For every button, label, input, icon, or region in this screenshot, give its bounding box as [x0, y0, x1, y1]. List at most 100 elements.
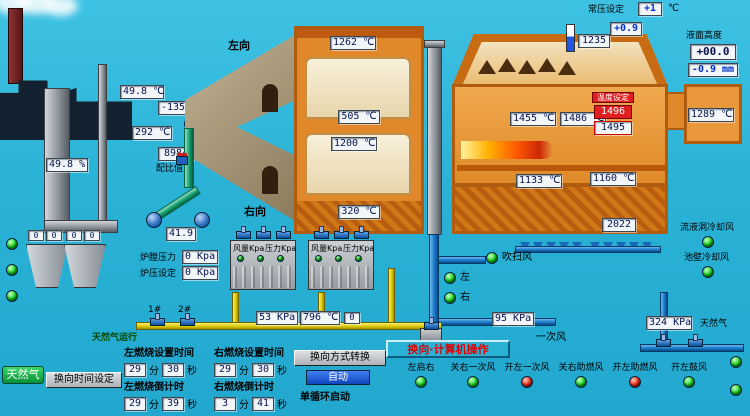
right-countdown-sec-box: 41 [252, 396, 274, 411]
throat-cooling-label: 流液洞冷却风 [680, 223, 735, 233]
motor-icon [176, 156, 188, 165]
chimney [8, 8, 23, 84]
cabinet2-valve-icon[interactable] [334, 226, 349, 239]
gas-running-label: 天然气运行 [92, 333, 138, 343]
wall-cooling-label: 池壁冷却风 [684, 253, 730, 263]
flue-temp-mid-box: 292 ℃ [132, 126, 172, 140]
cabinet2-valve-icon[interactable] [314, 226, 329, 239]
pressure-set-unit: ℃ [668, 3, 680, 14]
fan-status-4: 关右助燃风 [556, 360, 606, 388]
cabinet1-ribs [233, 266, 293, 288]
left-port-indicator [444, 272, 456, 284]
fan-status-1: 左启右 [396, 360, 446, 388]
supply-label: 天然气 [700, 319, 728, 329]
pressure-set-station-box[interactable]: 0 Kpa [182, 266, 218, 280]
burner-cabinet-2: 风量Kpa 压力Kpa [308, 240, 374, 290]
flue-pipe-thin [98, 64, 107, 226]
primary-air-label: 一次风 [536, 332, 566, 343]
flue-temp-after-box: 49.8 ℃ [120, 85, 164, 99]
fan-status-5: 开左助燃风 [610, 360, 660, 388]
port-temp-box: 1289 ℃ [688, 108, 734, 122]
cabinet1-valve-icon[interactable] [236, 226, 251, 239]
melter-pressure-box: 2022 [602, 218, 636, 232]
level-label: 液面高度 [686, 31, 723, 41]
right-direction-label: 右向 [244, 205, 266, 218]
right-set-min-box[interactable]: 29 [214, 362, 236, 377]
cabinet1-dot [257, 255, 264, 262]
pressure-set-box[interactable]: +1 [638, 2, 662, 16]
second-unit: 秒 [187, 366, 197, 377]
right-set-sec-box[interactable]: 30 [252, 362, 274, 377]
reversal-valve-icon[interactable] [424, 317, 439, 330]
left-indicator-1 [6, 238, 18, 250]
left-indicator-3 [6, 290, 18, 302]
cabinet2-dot [315, 255, 322, 262]
right-set-time-label: 右燃烧设置时间 [214, 348, 284, 359]
reversal-time-button[interactable]: 换向时间设定 [46, 372, 122, 388]
cabinet1-valve-icon[interactable] [256, 226, 271, 239]
temp-set-label-box: 温度设定 [592, 92, 634, 103]
burner-fan-1-icon [146, 212, 162, 228]
fan-indicator [629, 376, 641, 388]
regen-temp-bottom-box: 320 ℃ [338, 205, 380, 219]
crown-pressure-box: +0.9 [610, 22, 642, 36]
cabinet2-valve-icon[interactable] [354, 226, 369, 239]
fan-indicator [467, 376, 479, 388]
fan-label: 开左鼓风 [670, 363, 707, 373]
fan-status-2: 关右一次风 [448, 360, 498, 388]
melter-temp-bottom2-box: 1160 ℃ [590, 172, 636, 186]
burner1-label: 1# [148, 305, 162, 315]
cabinet1-valve-icon[interactable] [276, 226, 291, 239]
gas-valve-2-icon[interactable] [180, 313, 195, 326]
reversal-duct [185, 32, 300, 224]
lower-port-arch [262, 166, 278, 194]
second-unit: 秒 [277, 400, 287, 411]
batch-pile [518, 60, 536, 74]
gas-pressure-box: 53 KPa [256, 311, 298, 325]
reversal-computer-button[interactable]: 换向·计算机操作 [386, 340, 510, 358]
single-cycle-button[interactable]: 单循环启动 [300, 392, 350, 403]
fan-indicator [683, 376, 695, 388]
right-port-indicator [444, 292, 456, 304]
gas-aux-box: 0 [344, 312, 360, 324]
temp-set-value-box[interactable]: 1496 [594, 105, 632, 119]
supply-valve-icon[interactable] [656, 334, 671, 347]
left-set-sec-box[interactable]: 30 [162, 362, 184, 377]
fan-indicator [521, 376, 533, 388]
nozzle-row [520, 236, 660, 251]
damper-open-box: 49.8 % [46, 158, 88, 172]
gas-riser-3 [388, 268, 395, 324]
temp-actual-box: 1495 [594, 121, 632, 135]
second-unit: 秒 [277, 366, 287, 377]
gas-temp-box: 796 ℃ [300, 311, 340, 325]
fan-label: 关右助燃风 [558, 363, 604, 373]
primary-air-pressure-box: 95 KPa [492, 312, 534, 326]
draft-box: 41.9 [166, 227, 196, 241]
melter-temp1-box: 1455 ℃ [510, 112, 556, 126]
hopper-2 [64, 244, 106, 288]
left-set-min-box[interactable]: 29 [124, 362, 146, 377]
auto-button[interactable]: 自动 [306, 370, 370, 385]
fan-status-3: 开左一次风 [502, 360, 552, 388]
batch-pile [558, 61, 576, 75]
left-countdown-sec-box: 39 [162, 396, 184, 411]
fan-label: 左启右 [407, 363, 435, 373]
gas-valve-1-icon[interactable] [150, 313, 165, 326]
reversal-mode-button[interactable]: 换向方式转换 [294, 350, 386, 366]
burner-cabinet-1: 风量Kpa 压力Kpa [230, 240, 296, 290]
gas-button[interactable]: 天然气 [2, 366, 44, 384]
supply-pressure-box: 324 KPa [646, 316, 692, 330]
purge-indicator [486, 252, 498, 264]
fan-label: 关右一次风 [450, 363, 496, 373]
melter-temp-bottom1-box: 1133 ℃ [516, 174, 562, 188]
cabinet1-flow-header: 风量Kpa [233, 244, 265, 253]
regenerator-body [294, 26, 424, 234]
regen-temp-upper-box: 505 ℃ [338, 110, 380, 124]
hopper-value-1: 0 [28, 230, 44, 241]
fan-label: 开左助燃风 [612, 363, 658, 373]
minute-unit: 分 [149, 400, 159, 411]
fan-indicator [575, 376, 587, 388]
supply-valve-icon-2[interactable] [688, 334, 703, 347]
purge-fan-label: 吹扫风 [502, 252, 532, 263]
